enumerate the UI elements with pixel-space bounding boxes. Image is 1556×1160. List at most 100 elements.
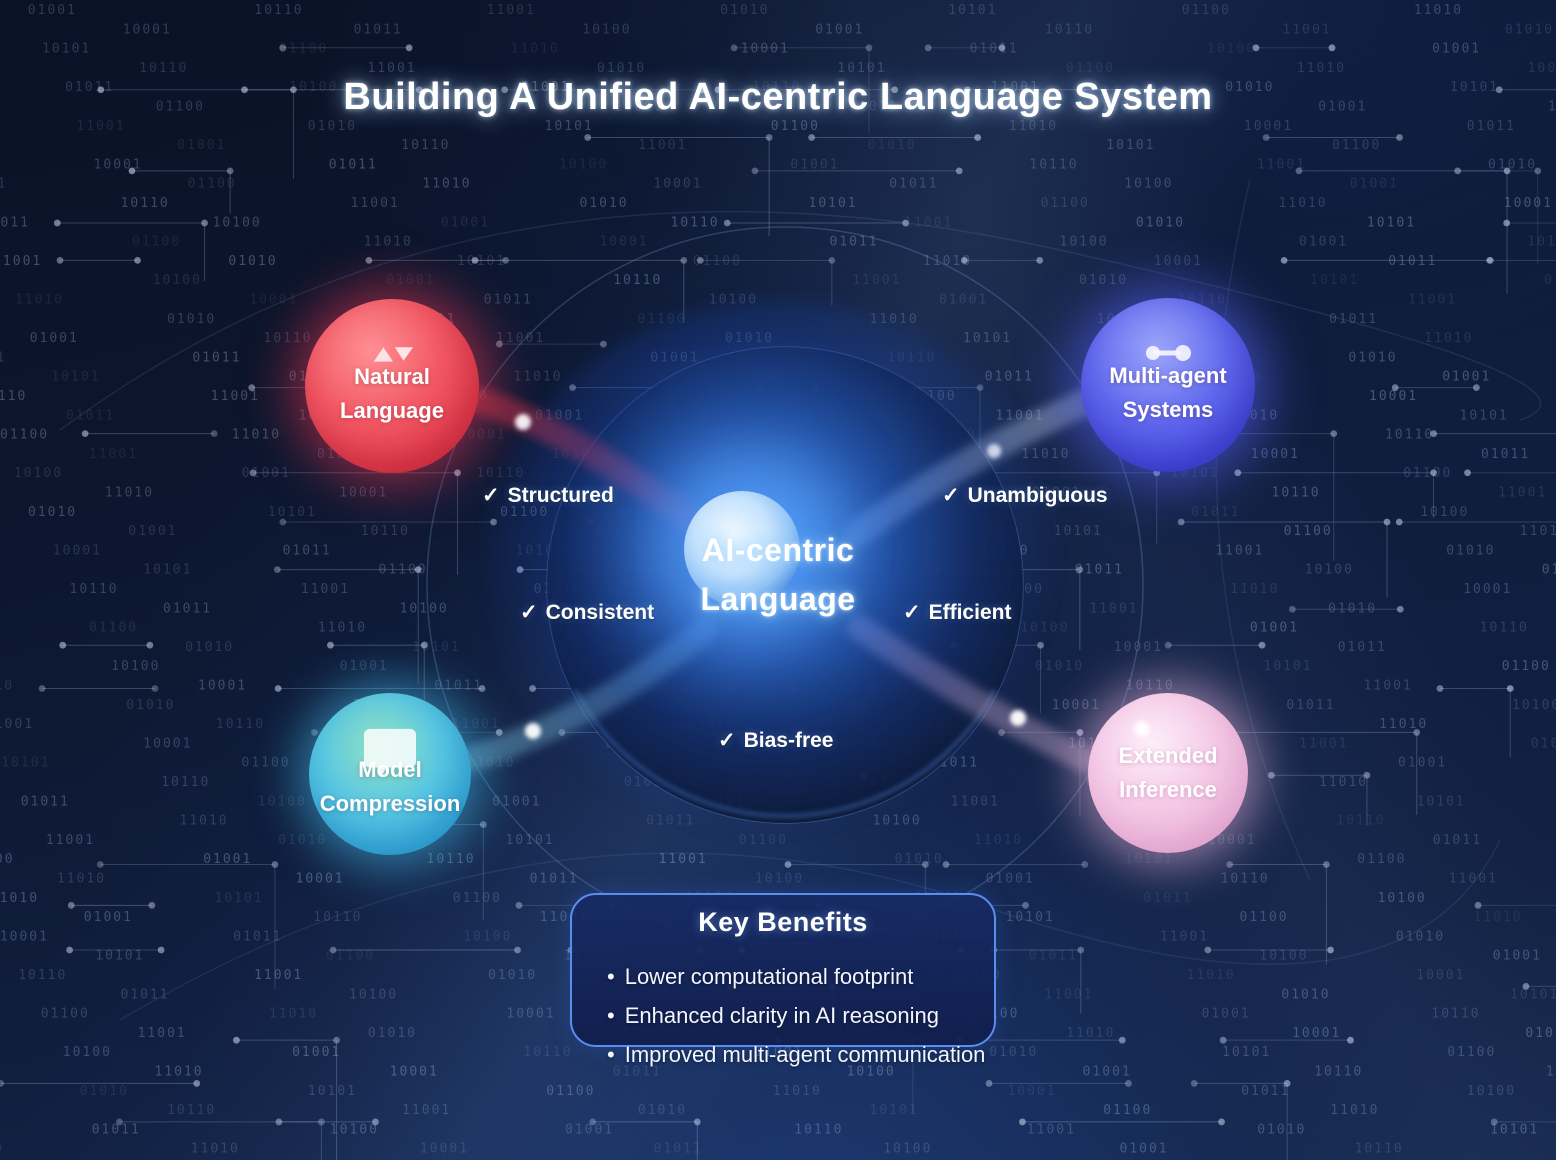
svg-text:11001: 11001	[254, 968, 303, 983]
feature-label: Unambiguous	[967, 484, 1108, 507]
svg-text:10001: 10001	[599, 235, 648, 250]
svg-text:10110: 10110	[139, 61, 188, 76]
svg-text:10110: 10110	[121, 196, 170, 211]
svg-text:01011: 01011	[1329, 312, 1378, 327]
check-icon: ✓	[903, 601, 921, 624]
svg-text:01010: 01010	[638, 1103, 687, 1118]
svg-text:11010: 11010	[232, 428, 281, 443]
svg-text:10110: 10110	[161, 775, 210, 790]
svg-text:01010: 01010	[1136, 215, 1185, 230]
svg-text:11010: 11010	[1424, 331, 1473, 346]
svg-text:10100: 10100	[14, 466, 63, 481]
node-label: Inference	[1119, 777, 1217, 802]
svg-text:11001: 11001	[1160, 929, 1209, 944]
svg-text:10100: 10100	[213, 215, 262, 230]
bullet-icon: •	[607, 1003, 615, 1028]
svg-text:01001: 01001	[1432, 42, 1481, 57]
svg-text:11001: 11001	[211, 389, 260, 404]
feature-label: Structured	[507, 484, 614, 507]
svg-text:01010: 01010	[1281, 987, 1330, 1002]
svg-text:01100: 01100	[1182, 3, 1231, 18]
svg-text:11010: 11010	[1520, 524, 1556, 539]
svg-text:10100: 10100	[1207, 42, 1256, 57]
svg-text:01100: 01100	[1332, 138, 1381, 153]
svg-text:11001: 11001	[1215, 543, 1264, 558]
svg-text:11001: 11001	[1546, 1065, 1556, 1080]
svg-text:01001: 01001	[1202, 1007, 1251, 1022]
svg-text:10110: 10110	[752, 80, 801, 95]
svg-text:10110: 10110	[1272, 486, 1321, 501]
svg-text:01100: 01100	[1447, 1045, 1496, 1060]
svg-text:11001: 11001	[1089, 601, 1138, 616]
svg-text:10001: 10001	[1207, 833, 1256, 848]
svg-text:01001: 01001	[1398, 756, 1447, 771]
svg-text:10100: 10100	[153, 273, 202, 288]
svg-text:01011: 01011	[1029, 949, 1078, 964]
svg-text:01011: 01011	[1241, 1084, 1290, 1099]
bullet-icon: •	[607, 1042, 615, 1067]
node-label: Language	[340, 398, 444, 423]
svg-text:01001: 01001	[30, 331, 79, 346]
svg-text:11010: 11010	[0, 679, 14, 694]
svg-text:10110: 10110	[361, 524, 410, 539]
check-icon: ✓	[520, 601, 538, 624]
svg-text:01011: 01011	[434, 679, 483, 694]
svg-text:11001: 11001	[496, 331, 545, 346]
svg-text:10100: 10100	[883, 1142, 932, 1157]
svg-text:11001: 11001	[1283, 22, 1332, 37]
svg-text:01011: 01011	[849, 100, 898, 115]
svg-text:10001: 10001	[1528, 61, 1556, 76]
svg-text:10110: 10110	[1548, 100, 1556, 115]
svg-text:11010: 11010	[1330, 1103, 1379, 1118]
benefit-item: •Lower computational footprint	[607, 957, 1067, 996]
svg-text:01001: 01001	[565, 1122, 614, 1137]
svg-text:01010: 01010	[80, 1084, 129, 1099]
svg-text:11001: 11001	[452, 717, 501, 732]
center-label-line2: Language	[700, 581, 856, 617]
svg-text:01010: 01010	[597, 61, 646, 76]
svg-text:10001: 10001	[458, 428, 507, 443]
svg-text:10110: 10110	[313, 910, 362, 925]
svg-text:10001: 10001	[1007, 1084, 1056, 1099]
svg-text:01011: 01011	[970, 42, 1019, 57]
svg-text:01100: 01100	[1357, 852, 1406, 867]
svg-text:11001: 11001	[991, 80, 1040, 95]
svg-text:10110: 10110	[1355, 1142, 1404, 1157]
bullet-icon: •	[607, 964, 615, 989]
svg-text:11010: 11010	[1473, 910, 1522, 925]
svg-text:11001: 11001	[852, 273, 901, 288]
svg-text:01011: 01011	[233, 929, 282, 944]
svg-text:11010: 11010	[514, 370, 563, 385]
svg-text:10001: 10001	[123, 22, 172, 37]
svg-text:01011: 01011	[1481, 447, 1530, 462]
svg-text:01100: 01100	[546, 1084, 595, 1099]
svg-text:11001: 11001	[46, 833, 95, 848]
svg-text:01011: 01011	[830, 235, 879, 250]
svg-text:01010: 01010	[28, 505, 77, 520]
svg-text:11001: 11001	[487, 3, 536, 18]
svg-text:01100: 01100	[89, 621, 138, 636]
svg-text:10100: 10100	[1378, 891, 1427, 906]
svg-text:01001: 01001	[242, 466, 291, 481]
svg-text:10100: 10100	[258, 794, 307, 809]
svg-text:01100: 01100	[1041, 196, 1090, 211]
feature-label: Consistent	[545, 601, 655, 624]
svg-text:11001: 11001	[951, 794, 1000, 809]
svg-text:01011: 01011	[1525, 1026, 1556, 1041]
linked-nodes-icon	[1146, 345, 1191, 361]
svg-text:11001: 11001	[138, 1026, 187, 1041]
svg-text:10001: 10001	[53, 543, 102, 558]
svg-text:11010: 11010	[1414, 3, 1463, 18]
svg-text:10001: 10001	[0, 350, 6, 365]
benefit-item: •Enhanced clarity in AI reasoning	[607, 996, 1067, 1035]
svg-text:01011: 01011	[21, 794, 70, 809]
svg-text:10110: 10110	[264, 331, 313, 346]
svg-text:11010: 11010	[974, 833, 1023, 848]
svg-text:01011: 01011	[1286, 698, 1335, 713]
svg-text:01011: 01011	[354, 22, 403, 37]
svg-text:10110: 10110	[1431, 1007, 1480, 1022]
svg-text:11010: 11010	[511, 42, 560, 57]
svg-text:01011: 01011	[530, 872, 579, 887]
svg-text:01001: 01001	[815, 22, 864, 37]
svg-text:01010: 01010	[1396, 929, 1445, 944]
